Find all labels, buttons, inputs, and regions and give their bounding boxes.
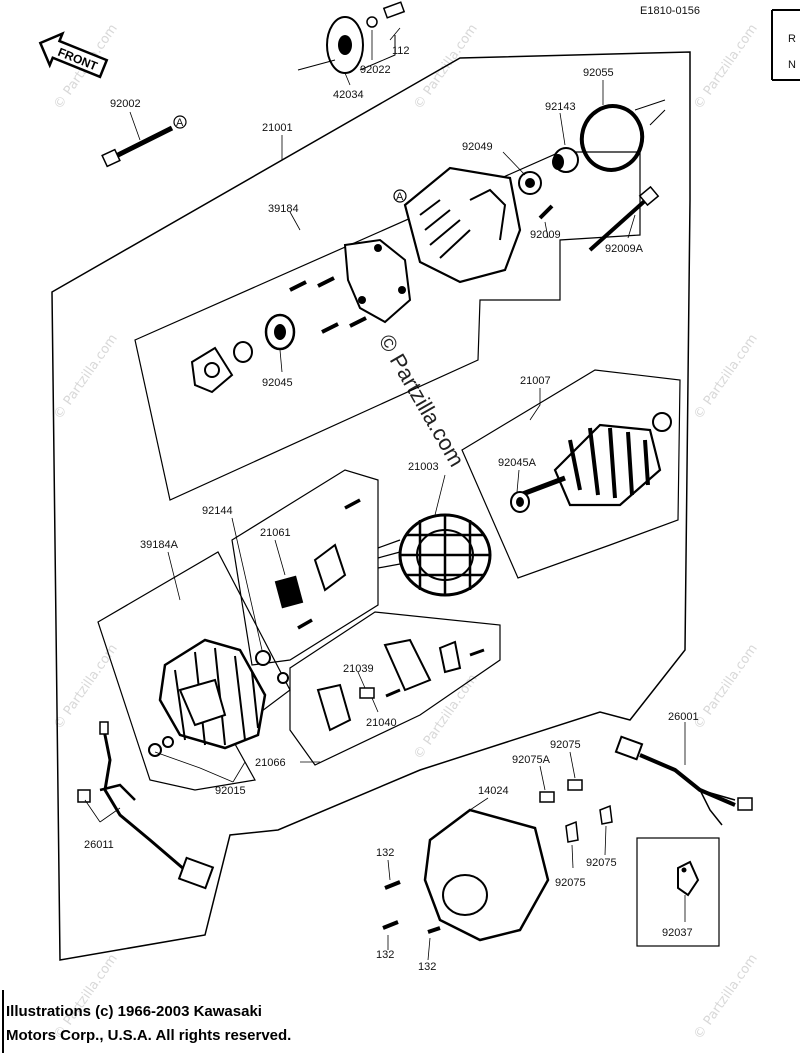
screw-92009-icon: [538, 204, 554, 220]
panel-39184A: [97, 551, 291, 791]
screws-icon: [289, 276, 367, 334]
part-label-21003: 21003: [408, 461, 439, 473]
retainer-plate-icon: [190, 346, 234, 394]
watermark: © Partzilla.com: [691, 952, 761, 1043]
panel-21007: [461, 369, 681, 579]
part-label-92075: 92075: [550, 739, 581, 751]
corner-text-1: R: [788, 33, 796, 45]
part-label-26011: 26011: [84, 839, 114, 851]
bushing-92143-icon: [552, 147, 579, 173]
part-label-21040: 21040: [366, 717, 397, 729]
rear-housing-39184A-icon: [148, 638, 289, 757]
part-label-132: 132: [376, 847, 394, 859]
bearing-92045-icon: [233, 313, 296, 363]
part-label-21066: 21066: [255, 757, 286, 769]
part-label-112: 112: [392, 45, 410, 57]
header-code: E1810-0156: [640, 5, 700, 17]
part-label-92022: 92022: [360, 64, 391, 76]
part-label-92002: 92002: [110, 98, 141, 110]
part-label-92075: 92075: [555, 877, 586, 889]
part-label-92075A: 92075A: [512, 754, 551, 766]
part-label-92037: 92037: [662, 927, 693, 939]
part-label-39184A: 39184A: [140, 539, 179, 551]
part-label-92075: 92075: [586, 857, 617, 869]
bolt-92002-icon: A: [101, 115, 187, 168]
corner-text-2: N: [788, 59, 796, 71]
part-label-92015: 92015: [215, 785, 246, 797]
ref-mark-a: A: [396, 191, 404, 203]
cover-14024-icon: [382, 808, 550, 942]
part-label-92049: 92049: [462, 141, 493, 153]
part-label-92009A: 92009A: [605, 243, 644, 255]
wire-26011-icon: [77, 721, 215, 890]
harness-26001-icon: [614, 735, 753, 826]
part-label-92055: 92055: [583, 67, 614, 79]
assembly-outline: [51, 51, 691, 961]
part-label-92045A: 92045A: [498, 457, 537, 469]
part-label-92009: 92009: [530, 229, 561, 241]
part-label-92143: 92143: [545, 101, 576, 113]
watermark-group: © Partzilla.com © Partzilla.com © Partzi…: [51, 22, 761, 1043]
oring-92055-icon: [579, 99, 666, 172]
clips-icon: [539, 779, 613, 843]
pulley-42034-icon: [297, 1, 406, 74]
copyright-notice: Illustrations (c) 1966-2003 Kawasaki Mot…: [6, 1000, 291, 1048]
watermark: © Partzilla.com: [411, 672, 481, 763]
corner-box: R N: [771, 9, 800, 81]
rotor-21007-icon: [510, 412, 672, 513]
watermark: © Partzilla.com: [691, 22, 761, 113]
part-label-42034: 42034: [333, 89, 364, 101]
part-label-21007: 21007: [520, 375, 551, 387]
stator-21003-icon: [377, 513, 492, 597]
part-label-132: 132: [418, 961, 436, 973]
watermark: © Partzilla.com: [691, 642, 761, 733]
part-label-21061: 21061: [260, 527, 291, 539]
part-label-14024: 14024: [478, 785, 509, 797]
copyright-line-2: Motors Corp., U.S.A. All rights reserved…: [6, 1027, 292, 1044]
panel-39184: [134, 151, 641, 501]
copyright-line-1: Illustrations (c) 1966-2003 Kawasaki: [6, 1003, 262, 1020]
part-label-21001: 21001: [262, 122, 293, 134]
regulator-21061-icon: [274, 498, 361, 630]
part-label-132: 132: [376, 949, 394, 961]
leader-lines: [84, 27, 686, 961]
watermark: © Partzilla.com: [691, 332, 761, 423]
panel-21061: [231, 469, 379, 666]
watermark: © Partzilla.com: [51, 332, 121, 423]
clamp-92037-icon: [677, 860, 700, 897]
housing-front-icon: A: [393, 166, 542, 284]
part-labels: 112 92022 42034 92002 21001 92055 92143 …: [84, 45, 699, 973]
brush-holder-21066-icon: [316, 638, 485, 732]
part-label-26001: 26001: [668, 711, 699, 723]
watermark: © Partzilla.com: [51, 642, 121, 733]
panel-21066: [289, 611, 501, 766]
bolt-92009A-icon: [588, 185, 660, 252]
part-label-21039: 21039: [343, 663, 374, 675]
plate-39184-icon: [343, 238, 412, 324]
ref-mark-a: A: [176, 117, 184, 129]
panel-92037: [636, 837, 720, 947]
part-label-92144: 92144: [202, 505, 233, 517]
part-label-39184: 39184: [268, 203, 299, 215]
part-label-92045: 92045: [262, 377, 293, 389]
